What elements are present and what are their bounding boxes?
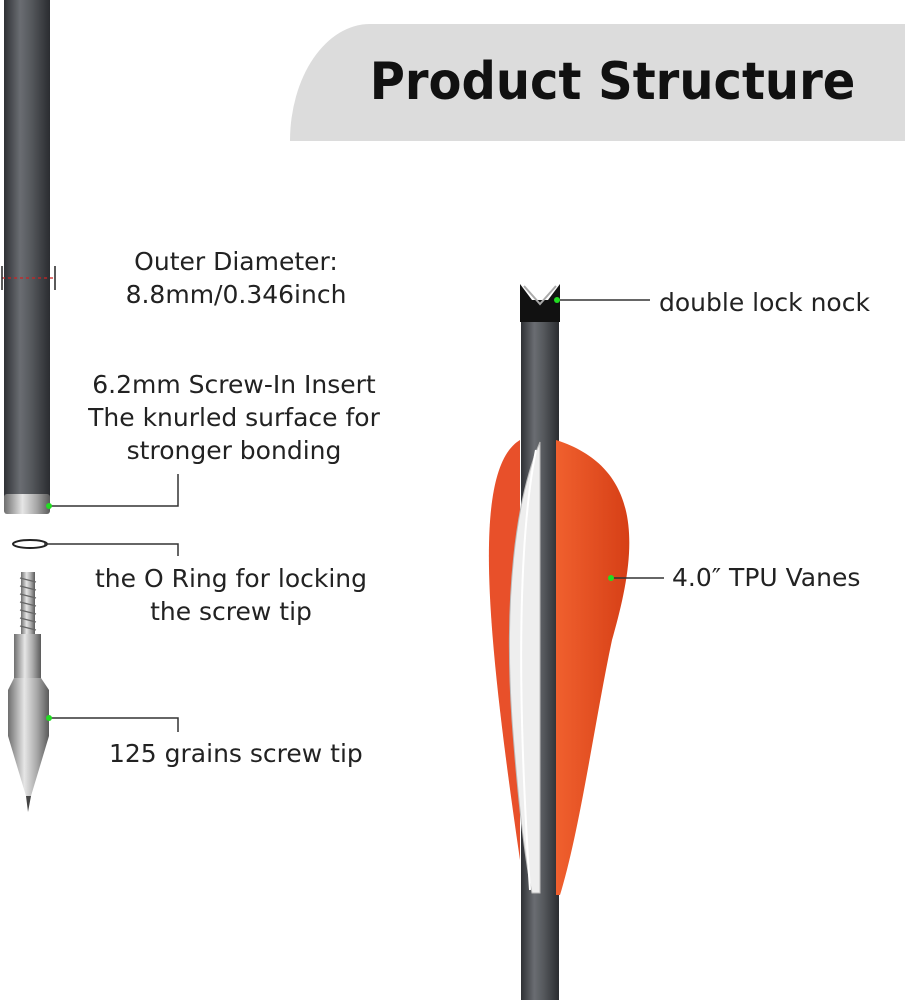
page-title: Product Structure [369,51,856,113]
left-arrow-shaft [1,0,56,514]
oring-leader [44,543,179,556]
screw-tip [8,572,49,812]
header-banner: Product Structure [290,24,905,141]
vanes [488,440,630,895]
insert-leader [50,474,179,507]
insert-line1: 6.2mm Screw-In Insert [92,370,376,399]
tip-marker [46,715,52,721]
outer-diameter-line1: Outer Diameter: [134,247,338,276]
o-ring [12,539,48,549]
vanes-marker [608,575,614,581]
insert-marker [46,503,52,509]
insert-label: 6.2mm Screw-In Insert The knurled surfac… [76,368,392,467]
nock-marker [554,297,560,303]
tip-leader [50,717,179,732]
oring-label: the O Ring for locking the screw tip [80,562,382,628]
outer-diameter-label: Outer Diameter: 8.8mm/0.346inch [100,245,372,311]
tip-label: 125 grains screw tip [109,739,363,768]
insert-line2: The knurled surface for [88,403,380,432]
nock-label: double lock nock [659,288,870,317]
oring-line2: the screw tip [150,597,312,626]
oring-line1: the O Ring for locking [94,564,368,593]
vanes-label: 4.0″ TPU Vanes [672,563,861,592]
insert-line3: stronger bonding [126,436,342,465]
outer-diameter-line2: 8.8mm/0.346inch [125,280,347,309]
